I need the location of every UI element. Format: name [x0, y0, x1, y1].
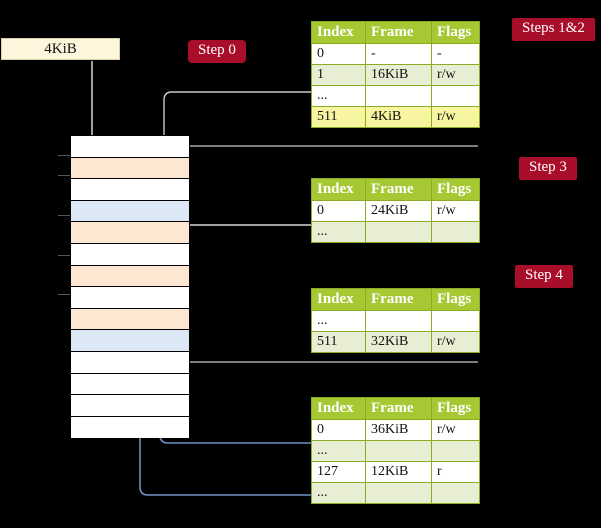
column-header-flags: Flags	[431, 21, 480, 44]
column-header-index: Index	[311, 397, 366, 420]
table-cell	[431, 85, 480, 107]
memory-frame-row	[71, 330, 189, 352]
table-cell: r/w	[431, 200, 480, 222]
memory-frame-row	[71, 287, 189, 309]
table-cell	[365, 221, 432, 243]
table-cell: r	[431, 461, 480, 483]
memory-row-tick	[58, 214, 70, 216]
column-header-frame: Frame	[365, 397, 432, 420]
memory-frame-row	[71, 136, 189, 158]
column-header-index: Index	[311, 21, 366, 44]
memory-frame-row	[71, 200, 189, 223]
table-cell: r/w	[431, 106, 480, 128]
memory-frame-row	[71, 179, 189, 201]
column-header-flags: Flags	[431, 178, 480, 201]
table-cell	[431, 482, 480, 504]
source-block-4kib: 4KiB	[1, 38, 120, 60]
memory-row-tick	[58, 254, 70, 256]
memory-frame-row	[71, 222, 189, 244]
table-row: ...	[311, 310, 480, 332]
badge-steps-1-2: Steps 1&2	[512, 18, 595, 41]
table-cell: 127	[311, 461, 366, 483]
table-cell: 4KiB	[365, 106, 432, 128]
memory-frame-row	[71, 157, 189, 180]
table-row: ...	[311, 221, 480, 243]
table-cell: 0	[311, 200, 366, 222]
memory-row-tick	[58, 154, 70, 156]
column-header-frame: Frame	[365, 288, 432, 311]
column-header-flags: Flags	[431, 288, 480, 311]
table-cell	[365, 440, 432, 462]
table-cell	[431, 310, 480, 332]
memory-frame-row	[71, 265, 189, 288]
memory-frame-row	[71, 308, 189, 331]
table-cell	[365, 482, 432, 504]
memory-frame-row	[71, 351, 189, 374]
table-cell: ...	[311, 85, 366, 107]
memory-frame-row	[71, 243, 189, 266]
table-cell: 511	[311, 331, 366, 353]
badge-step-0: Step 0	[188, 40, 246, 63]
memory-frame-row	[71, 416, 189, 439]
memory-row-tick	[58, 294, 70, 296]
column-header-frame: Frame	[365, 178, 432, 201]
table-cell: -	[431, 43, 480, 65]
table-cell	[431, 221, 480, 243]
table-cell: 36KiB	[365, 419, 432, 441]
table-cell: 0	[311, 419, 366, 441]
table-cell: 16KiB	[365, 64, 432, 86]
table-cell: -	[365, 43, 432, 65]
table-cell: r/w	[431, 419, 480, 441]
table-cell	[365, 85, 432, 107]
memory-row-tick	[58, 174, 70, 176]
table-cell: 0	[311, 43, 366, 65]
source-block-label: 4KiB	[44, 40, 77, 57]
table-cell: ...	[311, 482, 366, 504]
column-header-flags: Flags	[431, 397, 480, 420]
table-row: ...	[311, 85, 480, 107]
column-header-frame: Frame	[365, 21, 432, 44]
table-cell: 24KiB	[365, 200, 432, 222]
table-row: 0--	[311, 43, 480, 65]
table-cell: 511	[311, 106, 366, 128]
column-header-index: Index	[311, 288, 366, 311]
table-cell: ...	[311, 310, 366, 332]
table-cell	[365, 310, 432, 332]
table-cell	[431, 440, 480, 462]
table-row: ...	[311, 440, 480, 462]
memory-frame-row	[71, 395, 189, 417]
badge-step-4: Step 4	[515, 265, 573, 288]
table-row: ...	[311, 482, 480, 504]
memory-frame-row	[71, 373, 189, 396]
memory-column	[70, 135, 190, 439]
table-cell: 32KiB	[365, 331, 432, 353]
table-cell: 12KiB	[365, 461, 432, 483]
table-cell: ...	[311, 221, 366, 243]
table-cell: 1	[311, 64, 366, 86]
badge-step-3: Step 3	[519, 157, 577, 180]
table-cell: r/w	[431, 64, 480, 86]
column-header-index: Index	[311, 178, 366, 201]
table-cell: ...	[311, 440, 366, 462]
table-cell: r/w	[431, 331, 480, 353]
